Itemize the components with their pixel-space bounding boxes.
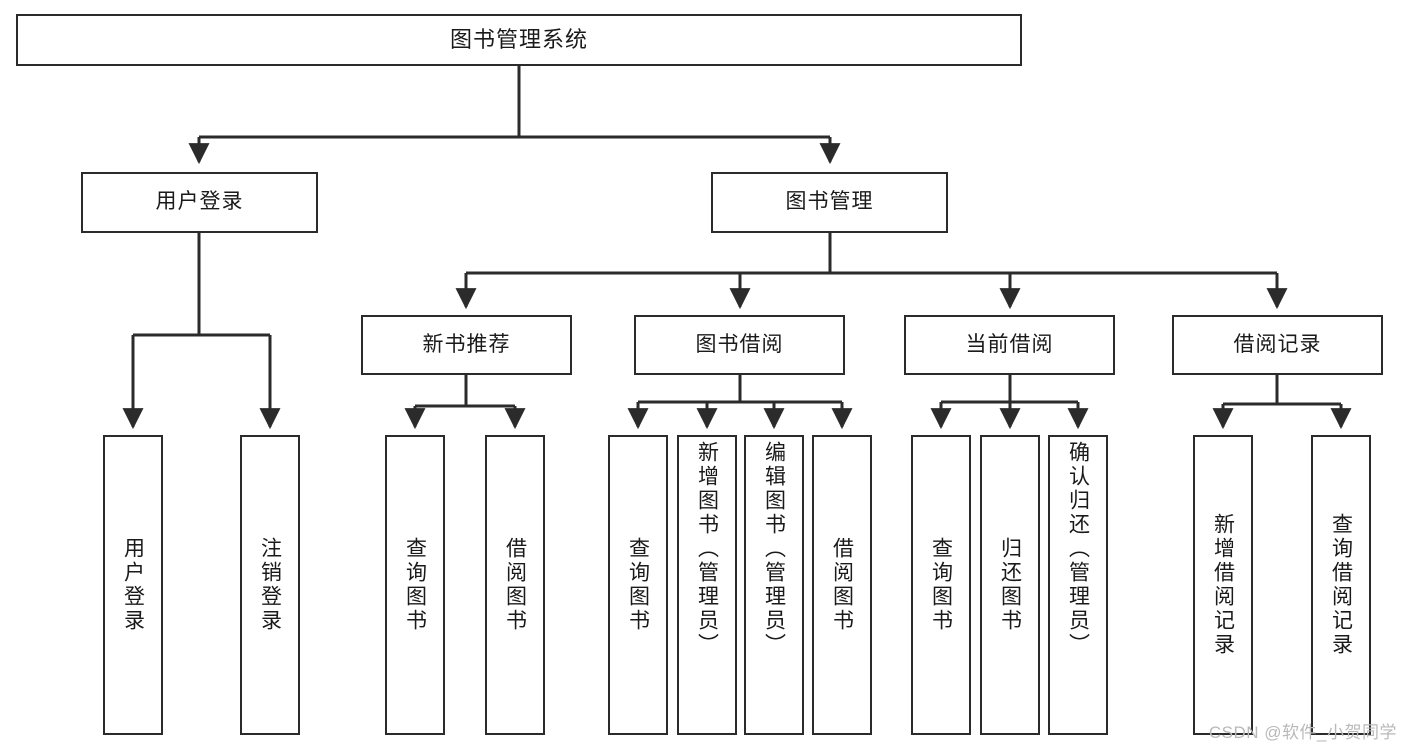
node-new-book-recommend-label: 新书推荐 [422, 332, 511, 356]
leaf-recommend-borrow-book[interactable]: 借阅图书 [485, 435, 545, 735]
leaf-add-book-admin[interactable]: 新增图书（管理员） [677, 435, 737, 735]
node-borrow-record-label: 借阅记录 [1233, 332, 1322, 356]
leaf-edit-book-admin-label: 编辑图书（管理员） [762, 441, 786, 657]
node-user-login[interactable]: 用户登录 [81, 172, 318, 233]
leaf-recommend-query-book[interactable]: 查询图书 [385, 435, 445, 735]
leaf-return-book[interactable]: 归还图书 [980, 435, 1040, 735]
leaf-confirm-return-admin-label: 确认归还（管理员） [1066, 441, 1090, 657]
leaf-borrow-book[interactable]: 借阅图书 [812, 435, 872, 735]
leaf-current-query-book-label: 查询图书 [929, 537, 953, 633]
leaf-edit-book-admin[interactable]: 编辑图书（管理员） [744, 435, 804, 735]
node-borrow-record[interactable]: 借阅记录 [1172, 315, 1383, 375]
node-book-management-label: 图书管理 [785, 190, 874, 214]
leaf-add-borrow-record[interactable]: 新增借阅记录 [1193, 435, 1253, 735]
leaf-add-borrow-record-label: 新增借阅记录 [1211, 513, 1235, 657]
leaf-user-logout[interactable]: 注销登录 [240, 435, 300, 735]
leaf-query-borrow-record-label: 查询借阅记录 [1329, 513, 1353, 657]
leaf-add-book-admin-label: 新增图书（管理员） [695, 441, 719, 657]
node-user-login-label: 用户登录 [155, 190, 244, 214]
leaf-user-logout-label: 注销登录 [258, 537, 282, 633]
node-current-borrow[interactable]: 当前借阅 [904, 315, 1115, 375]
leaf-borrow-book-label: 借阅图书 [830, 537, 854, 633]
leaf-user-login-label: 用户登录 [121, 537, 145, 633]
leaf-recommend-borrow-book-label: 借阅图书 [503, 537, 527, 633]
leaf-return-book-label: 归还图书 [998, 537, 1022, 633]
leaf-confirm-return-admin[interactable]: 确认归还（管理员） [1048, 435, 1108, 735]
leaf-recommend-query-book-label: 查询图书 [403, 537, 427, 633]
leaf-current-query-book[interactable]: 查询图书 [911, 435, 971, 735]
leaf-borrow-query-book-label: 查询图书 [626, 537, 650, 633]
node-root-label: 图书管理系统 [449, 27, 588, 53]
leaf-borrow-query-book[interactable]: 查询图书 [608, 435, 668, 735]
node-new-book-recommend[interactable]: 新书推荐 [361, 315, 572, 375]
node-book-management[interactable]: 图书管理 [711, 172, 948, 233]
leaf-user-login[interactable]: 用户登录 [103, 435, 163, 735]
node-book-borrow[interactable]: 图书借阅 [634, 315, 845, 375]
node-book-borrow-label: 图书借阅 [695, 332, 784, 356]
watermark: CSDN @软件_小贺同学 [1208, 723, 1397, 742]
node-current-borrow-label: 当前借阅 [965, 332, 1054, 356]
leaf-query-borrow-record[interactable]: 查询借阅记录 [1311, 435, 1371, 735]
node-root[interactable]: 图书管理系统 [16, 14, 1022, 66]
